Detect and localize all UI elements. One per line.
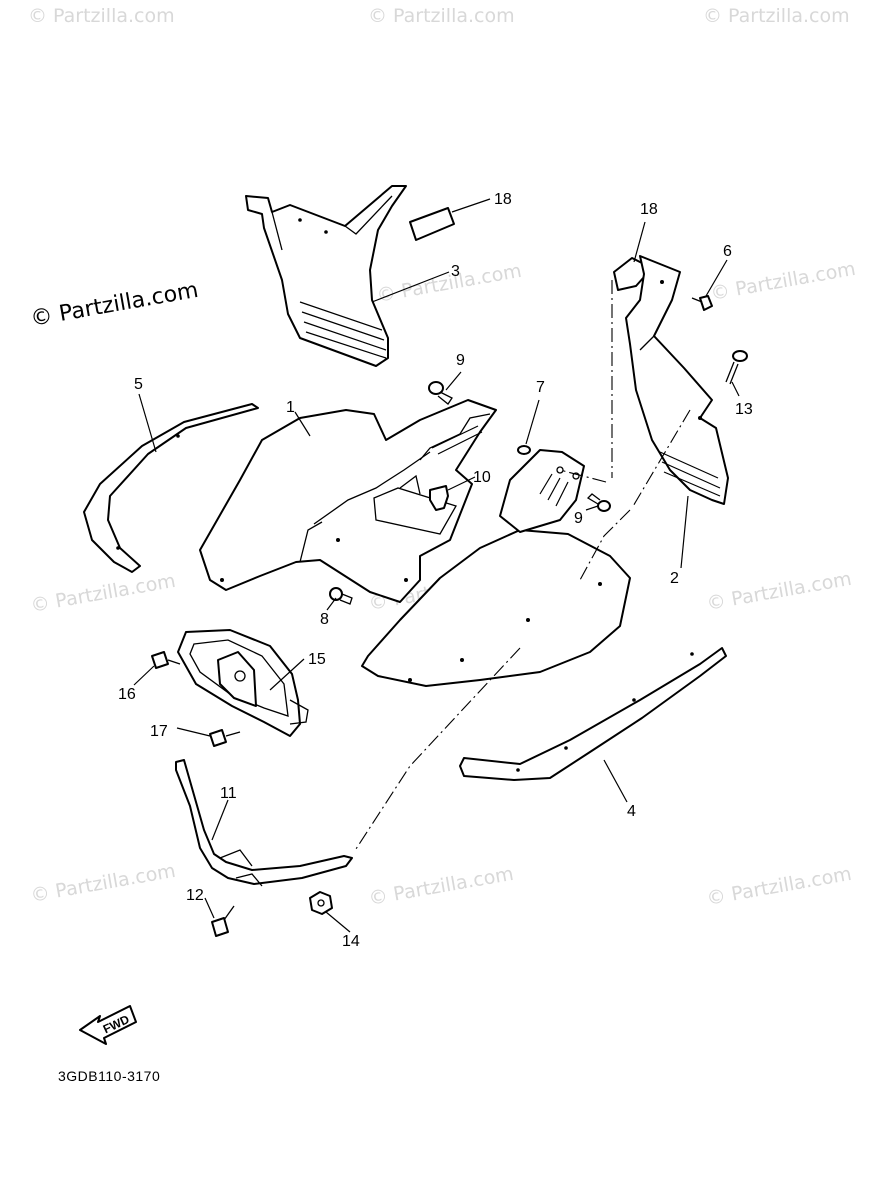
part-17-bolt bbox=[209, 729, 241, 747]
diagram-code: 3GDB110-3170 bbox=[58, 1068, 160, 1084]
watermark: © Partzilla.com bbox=[703, 5, 850, 27]
watermark: © Partzilla.com bbox=[709, 258, 857, 305]
callout-15: 15 bbox=[308, 651, 326, 668]
part-4-trim-right bbox=[459, 647, 727, 781]
fasteners bbox=[151, 295, 748, 937]
callout-2: 2 bbox=[670, 570, 679, 587]
callout-9: 9 bbox=[574, 510, 583, 527]
watermark: © Partzilla.com bbox=[375, 260, 523, 307]
part-14-nut bbox=[309, 891, 333, 915]
callout-18: 18 bbox=[640, 201, 658, 218]
watermark: © Partzilla.com bbox=[29, 860, 177, 907]
callout-4: 4 bbox=[627, 803, 636, 820]
callout-9: 9 bbox=[456, 352, 465, 369]
forward-arrow-icon: FWD bbox=[79, 1005, 137, 1045]
front-fender bbox=[361, 449, 631, 687]
callout-18: 18 bbox=[494, 191, 512, 208]
copyright-notice: © Partzilla.com bbox=[29, 278, 201, 332]
part-7-washer bbox=[517, 445, 531, 455]
part-9-bolt-upper bbox=[428, 381, 453, 405]
callout-14: 14 bbox=[342, 933, 360, 950]
callout-5: 5 bbox=[134, 376, 143, 393]
part-12-bolt bbox=[211, 905, 235, 937]
part-15-frame bbox=[177, 629, 309, 737]
callout-16: 16 bbox=[118, 686, 136, 703]
part-2-side-cover-right bbox=[625, 255, 729, 505]
watermark: © Partzilla.com bbox=[367, 863, 515, 910]
part-3-side-cover-left bbox=[245, 185, 407, 367]
part-10-grommet bbox=[429, 485, 449, 511]
leader-lines bbox=[133, 198, 740, 933]
callout-17: 17 bbox=[150, 723, 168, 740]
callout-10: 10 bbox=[473, 469, 491, 486]
part-13-bolt bbox=[725, 350, 748, 385]
callout-numbers: 18 3 18 6 9 13 5 1 7 10 9 2 8 15 16 17 4… bbox=[118, 191, 753, 950]
callout-7: 7 bbox=[536, 379, 545, 396]
watermark: © Partzilla.com bbox=[705, 568, 853, 615]
callout-6: 6 bbox=[723, 243, 732, 260]
watermark: © Partzilla.com bbox=[705, 863, 853, 910]
part-1-rear-fender bbox=[199, 399, 497, 603]
watermark: © Partzilla.com bbox=[368, 5, 515, 27]
callout-13: 13 bbox=[735, 401, 753, 418]
callout-1: 1 bbox=[286, 399, 295, 416]
part-16-bolt bbox=[151, 651, 181, 669]
part-6-bolt bbox=[691, 295, 713, 311]
watermark: © Partzilla.com bbox=[28, 5, 175, 27]
callout-12: 12 bbox=[186, 887, 204, 904]
callout-11: 11 bbox=[220, 785, 237, 802]
callout-3: 3 bbox=[451, 263, 460, 280]
part-18-pad-left bbox=[409, 207, 455, 241]
part-11-bracket bbox=[175, 759, 353, 887]
watermark: © Partzilla.com bbox=[29, 570, 177, 617]
callout-8: 8 bbox=[320, 611, 329, 628]
part-8-bolt bbox=[329, 587, 353, 605]
part-5-trim-left bbox=[83, 403, 259, 573]
